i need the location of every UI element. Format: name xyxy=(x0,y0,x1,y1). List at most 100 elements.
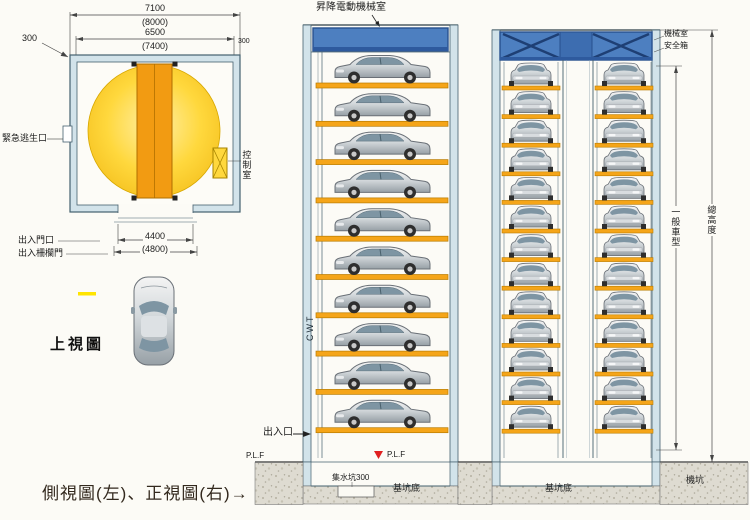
pit-slab-right xyxy=(491,485,661,505)
front-level xyxy=(501,91,654,119)
car-top-icon xyxy=(130,276,178,366)
front-level xyxy=(501,319,654,348)
side-level xyxy=(315,93,449,127)
front-tower-left-wall xyxy=(491,29,501,463)
emergency-exit-door xyxy=(62,125,73,143)
car-side-icon xyxy=(334,93,431,123)
side-tower-right-wall xyxy=(449,24,459,463)
plan-view-group xyxy=(41,12,241,366)
car-front-icon xyxy=(508,234,554,259)
car-front-icon xyxy=(601,405,647,430)
side-level xyxy=(315,323,449,357)
side-level xyxy=(315,399,449,434)
car-side-icon xyxy=(334,284,431,314)
side-level xyxy=(315,55,449,89)
yellow-dash xyxy=(78,292,96,296)
car-front-icon xyxy=(601,176,647,201)
label-plf-ground: P.L.F xyxy=(246,451,265,460)
dim-outer-width-alt: (8000) xyxy=(139,16,171,27)
pallet-right xyxy=(594,371,654,377)
dim-right-wall: 300 xyxy=(238,38,250,45)
car-front-icon xyxy=(601,291,647,316)
car-front-icon xyxy=(601,205,647,230)
front-level xyxy=(501,291,654,320)
car-front-icon xyxy=(601,377,647,402)
pallet xyxy=(315,350,449,357)
car-side-icon xyxy=(334,131,431,161)
label-cwt: CWT xyxy=(305,314,315,342)
front-level xyxy=(501,234,654,262)
side-tower-left-wall xyxy=(302,24,312,463)
pit-slab-mid xyxy=(302,485,459,505)
diagram-caption: 側視圖(左)、正視圖(右)→ xyxy=(42,484,249,503)
pallet xyxy=(315,120,449,127)
dim-outer-width: 7100 xyxy=(142,3,168,14)
car-front-icon xyxy=(601,148,647,173)
pallet-right xyxy=(594,257,654,262)
front-view-tower-group xyxy=(491,29,718,505)
label-pit-bottom-right: 基坑底 xyxy=(545,483,573,493)
dim-inner-width: 6500 xyxy=(142,27,168,38)
pallet xyxy=(315,197,449,204)
pallet-right xyxy=(594,85,654,91)
front-tower-right-wall xyxy=(651,29,661,463)
front-level xyxy=(501,262,654,291)
side-view-tower-group xyxy=(255,14,748,505)
sump-pit xyxy=(337,485,375,498)
pallet-left xyxy=(501,171,561,177)
front-level xyxy=(501,62,654,91)
front-level xyxy=(501,377,654,405)
pallet-right xyxy=(594,400,654,405)
label-emergency-exit: 緊急逃生口 xyxy=(2,133,48,143)
car-side-icon xyxy=(334,55,431,84)
pallet-left xyxy=(501,428,561,434)
pallet-left xyxy=(501,85,561,91)
entrance-opening xyxy=(118,204,193,213)
front-level xyxy=(501,405,654,434)
pallet-left xyxy=(501,343,561,348)
entrance-arrow xyxy=(303,431,311,437)
label-sump-pit: 集水坑300 xyxy=(332,473,370,482)
car-side-icon xyxy=(334,208,431,238)
label-standard-car: 一般車型 xyxy=(670,206,681,248)
front-level xyxy=(501,205,654,234)
label-total-height: 總高度 xyxy=(706,204,717,236)
car-front-icon xyxy=(508,405,554,430)
front-level xyxy=(501,348,654,377)
dim-left-wall: 300 xyxy=(22,33,38,43)
label-entry-door: 出入門口 xyxy=(18,235,55,245)
side-level xyxy=(315,131,449,165)
side-level xyxy=(315,361,449,395)
pallet-left xyxy=(501,257,561,262)
label-machine-pit: 機坑 xyxy=(686,475,705,485)
concrete-right xyxy=(659,462,749,505)
dim-door-width-alt: (4800) xyxy=(139,243,171,254)
pallet-right xyxy=(594,228,654,234)
pallet-left xyxy=(501,314,561,320)
side-levels xyxy=(315,55,449,434)
car-front-icon xyxy=(508,148,554,173)
pallet-right xyxy=(594,142,654,148)
concrete-middle xyxy=(457,462,493,505)
car-front-icon xyxy=(508,205,554,230)
label-entrance: 出入口 xyxy=(263,427,293,438)
dim-inner-width-alt: (7400) xyxy=(139,40,171,51)
pallet-right xyxy=(594,171,654,177)
front-level xyxy=(501,176,654,205)
pallet-right xyxy=(594,428,654,434)
car-front-icon xyxy=(601,91,647,116)
pallet xyxy=(315,427,449,434)
car-side-icon xyxy=(334,246,431,276)
pallet-left xyxy=(501,285,561,291)
car-side-icon xyxy=(334,169,431,199)
pallet xyxy=(315,389,449,395)
car-front-icon xyxy=(508,91,554,116)
pallet-left xyxy=(501,371,561,377)
car-front-icon xyxy=(508,348,554,373)
pallet xyxy=(315,235,449,242)
label-control-room: 控制室 xyxy=(241,149,252,181)
car-front-icon xyxy=(508,262,554,287)
pallet-left xyxy=(501,200,561,205)
dim-door-width: 4400 xyxy=(142,231,168,242)
